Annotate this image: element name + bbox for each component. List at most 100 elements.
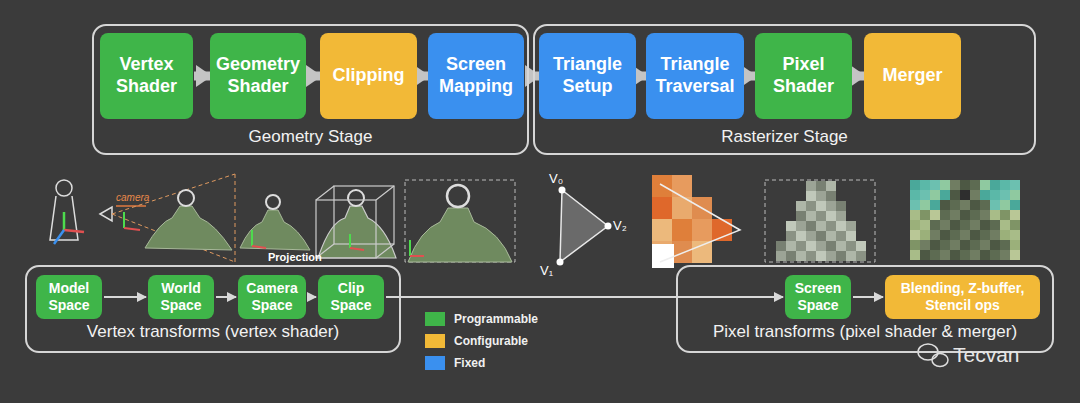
box-label: World Space [151,280,211,314]
pixel [960,180,970,190]
pixel [980,210,990,220]
illustration-stroke [124,228,140,230]
pixel [1000,240,1010,250]
illustration-stroke [559,187,566,194]
pixel [846,231,856,241]
fragment [652,244,674,268]
legend-swatch [425,356,445,370]
flow-arrow [386,296,783,298]
pixel [1000,220,1010,230]
stage-group: Rasterizer StageTriangle SetupTriangle T… [533,24,1036,155]
illustration-stroke [405,180,515,262]
illustration-stroke [447,185,469,207]
watermark: Tecvan [953,343,1020,367]
pixel [1010,190,1020,200]
merged-image [910,180,1020,260]
pixel [1000,200,1010,210]
pixel [806,241,816,251]
pixel [990,180,1000,190]
pixel [990,240,1000,250]
pixel [950,210,960,220]
camera-mountain [240,195,310,250]
pixel [930,240,940,250]
pixel [816,251,826,261]
pixel [806,221,816,231]
vertex-label: V₁ [540,263,553,278]
world-mountain [145,190,232,250]
pixel [1010,240,1020,250]
illustration-stroke [235,174,236,262]
illustration-stroke [251,230,253,246]
pixel [836,211,846,221]
flow-arrow [308,296,316,298]
pixel [930,230,940,240]
pixel [980,220,990,230]
pixel [836,231,846,241]
pixel [836,241,846,251]
legend-entry: Fixed [425,356,485,370]
illustration-stroke [334,186,394,244]
pixel [1000,250,1010,260]
illustration-stroke [409,240,411,256]
box-label: Merger [882,65,942,87]
pixel [990,230,1000,240]
pixel [930,210,940,220]
group-label: Rasterizer Stage [535,127,1034,147]
flow-arrow [104,296,146,298]
box-label: Triangle Traversal [649,54,741,97]
pixel [826,211,836,221]
illustration-stroke [408,208,512,262]
pixel [846,241,856,251]
pixel [826,241,836,251]
illustration-stroke [410,255,424,257]
pixel [920,230,930,240]
process-box: Screen Space [785,275,851,319]
illustration-stroke [376,186,394,200]
pixel [796,201,806,211]
illustration-stroke [116,205,146,207]
pixel [920,180,930,190]
group-label: Geometry Stage [94,127,527,147]
legend-swatch [425,312,445,326]
pixel [910,200,920,210]
box-label: Clip Space [321,280,381,314]
illustration-stroke [932,354,948,367]
pixel [990,210,1000,220]
illustration-stroke [252,246,266,248]
pixel [950,240,960,250]
stage-group: Vertex transforms (vertex shader)Model S… [25,265,401,353]
pixel [816,221,826,231]
illustration-stroke [316,200,376,258]
pixel [786,251,796,261]
box-label: Vertex Shader [103,54,190,97]
pixel [796,231,806,241]
pixel [1010,250,1020,260]
process-box: Screen Mapping [428,33,524,119]
triangle-outline [660,184,740,262]
fragment [692,241,712,263]
pixel [836,221,846,231]
process-box: Triangle Traversal [646,33,744,119]
illustration-stroke [316,186,334,200]
process-box: Vertex Shader [100,33,193,119]
pixel [940,210,950,220]
box-label: Clipping [333,65,405,87]
flow-arrow [418,72,428,81]
triangle [557,187,612,266]
illustration-stroke [123,212,125,228]
pixel [846,221,856,231]
pixel [826,251,836,261]
illustration-stroke [54,230,64,244]
illustration-stroke [349,234,351,248]
pixel [950,250,960,260]
illustration-stroke [240,210,310,250]
pixel-shaded-image [765,180,875,262]
pixel [960,200,970,210]
model-figure [50,180,84,244]
pixel [950,180,960,190]
fragment [652,219,672,241]
pixel [930,200,940,210]
pixel [1010,200,1020,210]
pixel [920,190,930,200]
legend-entry: Programmable [425,312,538,326]
